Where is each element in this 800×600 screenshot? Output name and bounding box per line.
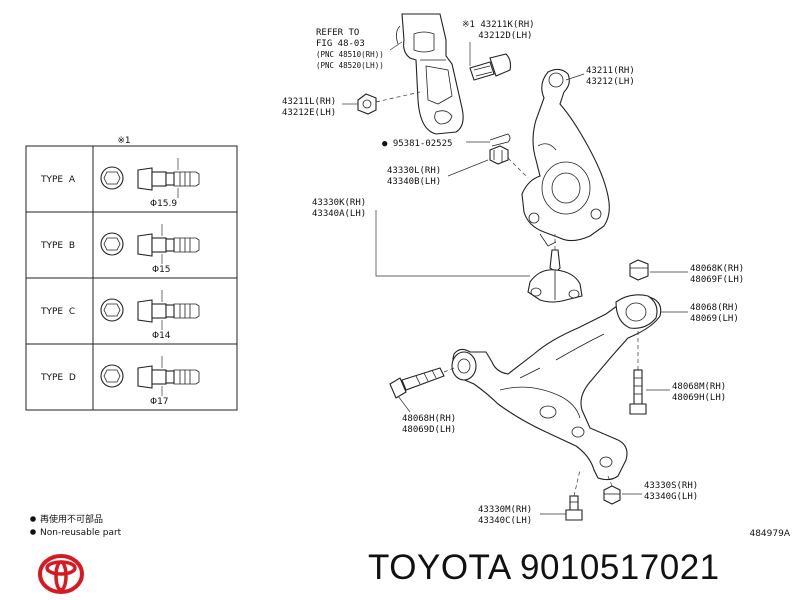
strut-nut-drawing: [357, 93, 377, 115]
type-b-label: TYPE B: [40, 241, 75, 251]
label-43330k-rh: 43330K(RH): [312, 198, 366, 208]
label-43211l-lh: 43212E(LH): [282, 108, 336, 118]
toyota-logo: [38, 554, 84, 594]
type-table: ※1 TYPE A Φ15.9 TYPE B: [25, 136, 238, 411]
label-43330m-lh: 43340C(LH): [478, 516, 532, 526]
label-43330k-lh: 43340A(LH): [312, 209, 366, 219]
label-43330l-lh: 43340B(LH): [387, 177, 441, 187]
label-43211l-rh: 43211L(RH): [282, 97, 336, 107]
label-48068k-rh: 48068K(RH): [690, 264, 744, 274]
label-43211-lh: 43212(LH): [586, 77, 635, 87]
brand-name: TOYOTA: [368, 548, 510, 587]
label-48068h-rh: 48068H(RH): [402, 414, 456, 424]
vertical-bolt-drawing: [629, 369, 647, 415]
figure-code: 484979A: [749, 529, 790, 539]
refer-to-note: REFER TO FIG 48-03 (PNC 48510(RH)) (PNC …: [316, 28, 403, 70]
lower-nut-drawing: [603, 485, 621, 505]
castle-nut-drawing: [489, 145, 509, 165]
legend-jp: 再使用不可部品: [40, 513, 103, 525]
label-95381: ● 95381-02525: [382, 139, 452, 149]
brand-part-number: TOYOTA 9010517021: [368, 548, 720, 588]
label-43330m-rh: 43330M(RH): [478, 505, 532, 515]
type-b-bolt-drawing: [100, 224, 200, 264]
refer-to-line-3: (PNC 48510(RH)): [316, 50, 384, 59]
legend: 再使用不可部品 Non-reusable part: [30, 513, 122, 538]
type-row-c: TYPE C Φ14: [40, 290, 200, 341]
label-43211k-lh: 43212D(LH): [462, 31, 532, 41]
lower-bolt-drawing: [565, 495, 583, 521]
refer-to-line-4: (PNC 48520(LH)): [316, 61, 384, 70]
legend-en: Non-reusable part: [40, 528, 122, 538]
type-d-label: TYPE D: [40, 373, 76, 383]
label-43211-rh: 43211(RH): [586, 66, 635, 76]
type-a-label: TYPE A: [40, 175, 76, 185]
horizontal-bolt-drawing: [389, 367, 445, 399]
ball-joint-drawing: [527, 249, 583, 303]
lower-control-arm-drawing: [451, 294, 662, 481]
type-a-bolt-drawing: [100, 158, 200, 198]
refer-to-line-1: REFER TO: [316, 28, 359, 38]
type-row-d: TYPE D Φ17: [40, 356, 200, 407]
label-48068k-lh: 48069F(LH): [690, 275, 744, 285]
type-a-diameter: Φ15.9: [150, 199, 177, 209]
type-row-b: TYPE B Φ15: [40, 224, 200, 275]
type-row-a: TYPE A Φ15.9: [40, 158, 200, 209]
type-c-label: TYPE C: [40, 307, 75, 317]
label-48068-rh: 48068(RH): [690, 303, 739, 313]
label-43330l-rh: 43330L(RH): [387, 166, 441, 176]
type-d-bolt-drawing: [100, 356, 200, 396]
type-c-diameter: Φ14: [152, 331, 171, 341]
lock-nut-drawing: [629, 259, 649, 281]
refer-to-line-2: FIG 48-03: [316, 39, 365, 49]
label-48068m-rh: 48068M(RH): [672, 382, 726, 392]
type-table-header: ※1: [117, 136, 130, 146]
part-number: 9010517021: [519, 548, 720, 587]
type-b-diameter: Φ15: [152, 265, 171, 275]
type-c-bolt-drawing: [100, 290, 200, 330]
steering-knuckle-drawing: [521, 68, 610, 247]
label-48068h-lh: 48069D(LH): [402, 425, 456, 435]
label-43330s-rh: 43330S(RH): [644, 481, 698, 491]
strut-bolt-drawing: [469, 53, 512, 81]
label-48068-lh: 48069(LH): [690, 314, 739, 324]
strut-bracket-drawing: [396, 13, 464, 135]
label-48068m-lh: 48069H(LH): [672, 393, 726, 403]
label-43330s-lh: 43340G(LH): [644, 492, 698, 502]
label-43211k-rh: ※1 43211K(RH): [462, 20, 535, 30]
cotter-pin-drawing: [489, 133, 511, 147]
type-d-diameter: Φ17: [150, 397, 169, 407]
